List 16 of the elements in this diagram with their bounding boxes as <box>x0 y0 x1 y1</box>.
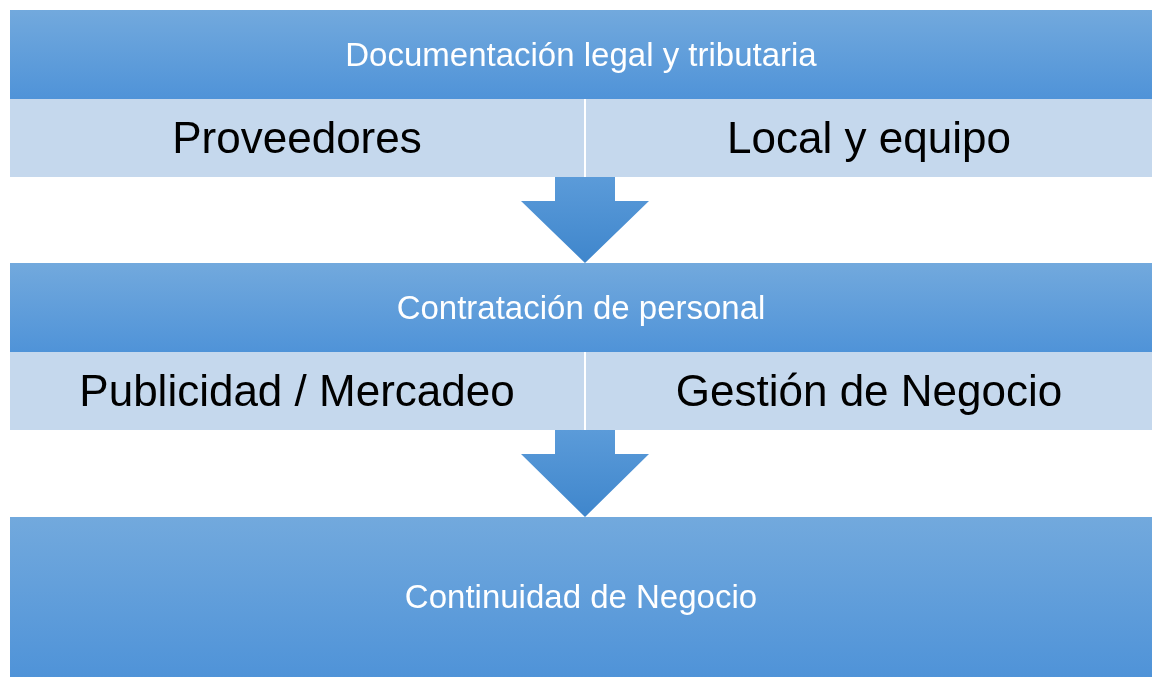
down-arrow <box>521 177 649 263</box>
stage-title: Contratación de personal <box>396 287 766 328</box>
item-label: Gestión de Negocio <box>675 365 1063 417</box>
stage-title: Documentación legal y tributaria <box>345 34 817 75</box>
item-box <box>586 352 1152 430</box>
down-arrow <box>521 430 649 517</box>
stage-band <box>10 10 1152 99</box>
item-box <box>10 352 584 430</box>
item-box <box>10 99 584 177</box>
stage-band <box>10 263 1152 352</box>
item-label: Publicidad / Mercadeo <box>79 365 515 417</box>
item-label: Proveedores <box>172 112 422 164</box>
item-label: Local y equipo <box>727 112 1011 164</box>
stage-title: Continuidad de Negocio <box>404 577 758 618</box>
item-box <box>586 99 1152 177</box>
stage-band <box>10 517 1152 677</box>
